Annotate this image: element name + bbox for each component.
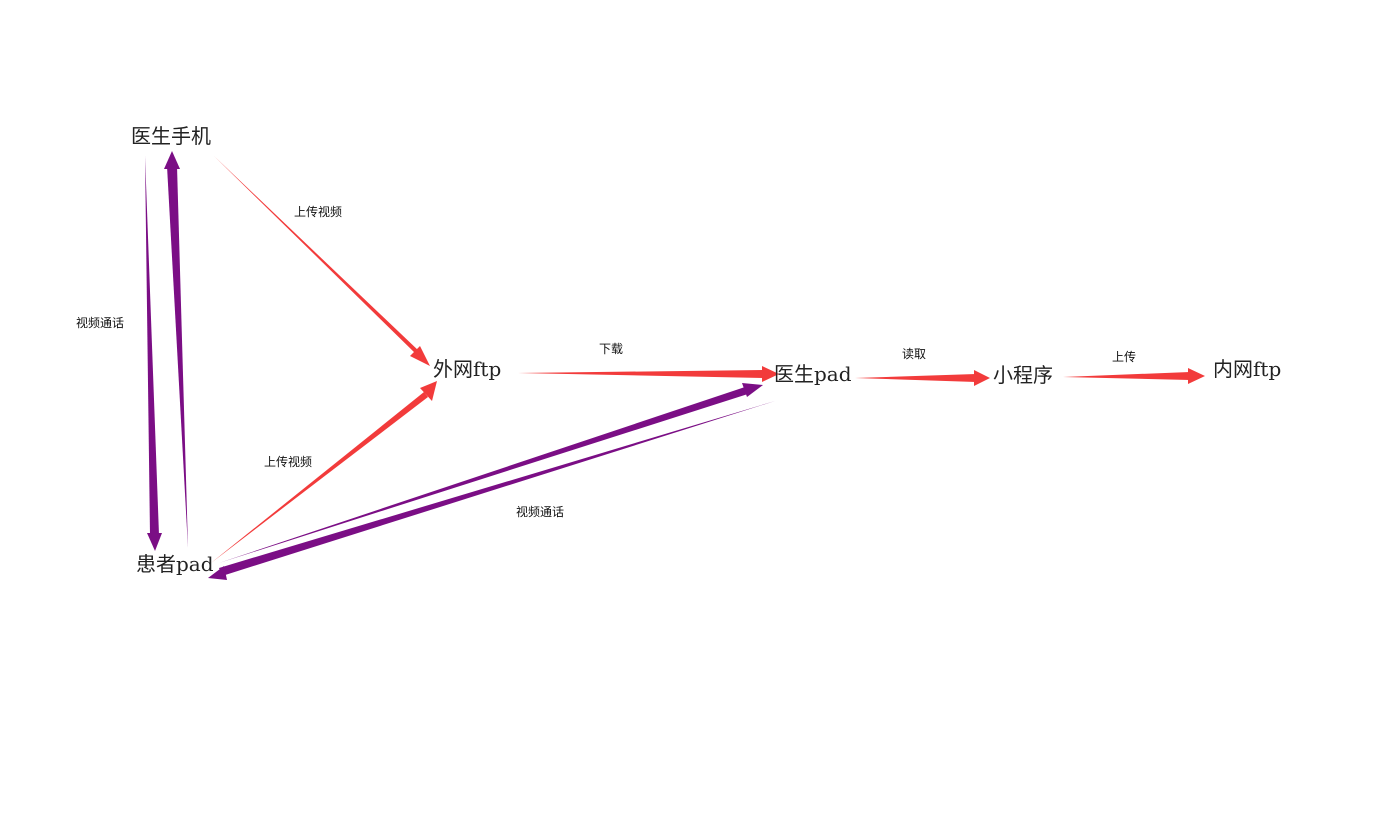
arrowhead-patient-pad-to-doctor-pad <box>742 383 763 397</box>
edge-label-patient-upload-video: 上传视频 <box>264 455 313 469</box>
edge-label-upload: 上传 <box>1112 350 1137 364</box>
edge-label-read: 读取 <box>902 347 927 361</box>
arrow-patient-pad-to-phone <box>167 166 188 548</box>
arrow-patient-pad-to-doctor-pad <box>219 386 751 563</box>
edge-label-download: 下载 <box>599 342 624 356</box>
edge-label-phone-patient-video-call: 视频通话 <box>76 316 125 330</box>
arrowhead-patient-to-external-ftp <box>420 381 437 401</box>
node-external-ftp: 外网ftp <box>433 357 502 381</box>
arrowhead-external-ftp-to-doctor-pad <box>762 366 779 382</box>
arrow-external-ftp-to-doctor-pad <box>518 370 764 378</box>
arrow-doctor-pad-to-patient-pad <box>219 401 775 576</box>
arrow-doctor-pad-to-mini-program <box>855 374 976 382</box>
arrowhead-phone-to-external-ftp <box>410 346 430 366</box>
arrow-phone-to-external-ftp <box>214 156 420 355</box>
node-doctor-pad: 医生pad <box>774 362 852 386</box>
arrowhead-patient-pad-to-phone <box>164 151 180 169</box>
arrowhead-doctor-pad-to-mini-program <box>974 370 990 386</box>
node-mini-program: 小程序 <box>993 363 1053 387</box>
edge-label-phone-upload-video: 上传视频 <box>294 205 343 219</box>
arrowhead-phone-to-patient-pad <box>147 533 162 551</box>
arrow-phone-to-patient-pad <box>145 156 159 535</box>
edge-label-patient-doctor-video-call: 视频通话 <box>516 505 565 519</box>
arrow-mini-program-to-internal-ftp <box>1063 372 1190 380</box>
node-doctor-phone: 医生手机 <box>131 124 211 148</box>
node-patient-pad: 患者pad <box>136 552 214 576</box>
arrowhead-doctor-pad-to-patient-pad <box>208 566 227 580</box>
node-internal-ftp: 内网ftp <box>1213 357 1282 381</box>
arrow-patient-to-external-ftp <box>211 392 428 563</box>
arrowhead-mini-program-to-internal-ftp <box>1188 368 1205 384</box>
